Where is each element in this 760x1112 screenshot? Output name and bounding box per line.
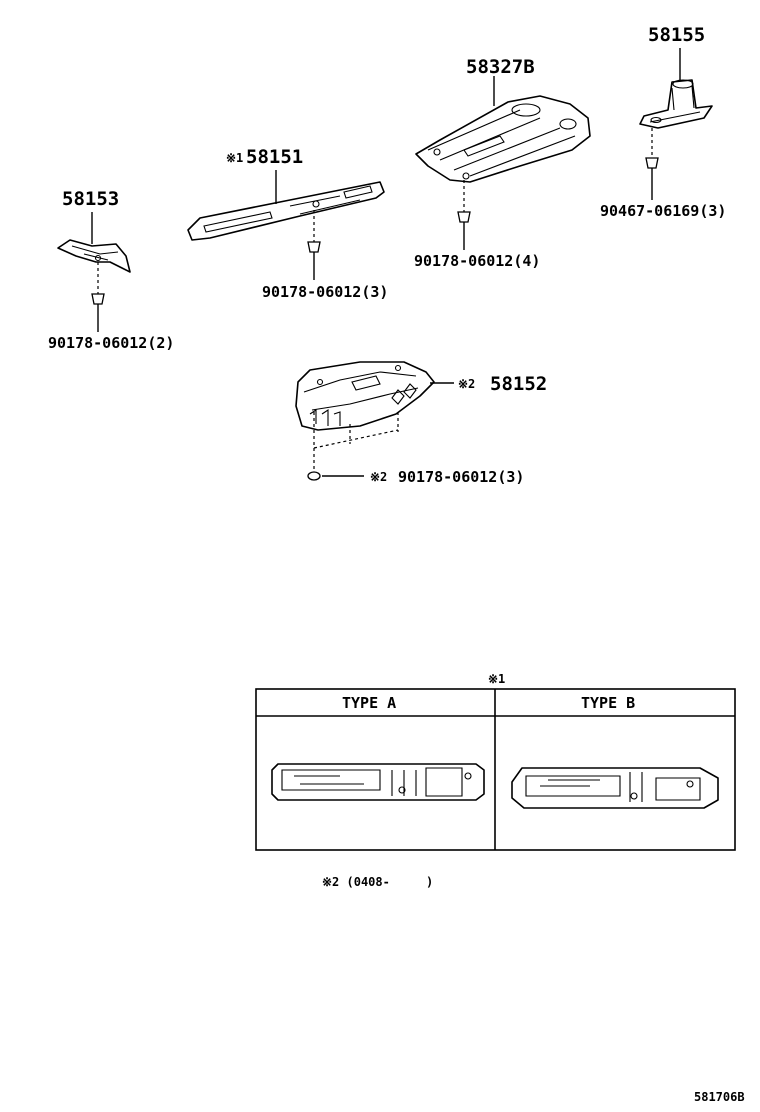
- type-b-header: TYPE B: [581, 694, 635, 712]
- part-58151-drawing: [187, 181, 385, 241]
- type-a-header: TYPE A: [342, 694, 396, 712]
- type-b-plate-drawing: [511, 767, 719, 809]
- label-58327b: 58327B: [466, 56, 535, 78]
- type-table: [255, 688, 736, 851]
- label-90178-06012-3a: 90178-06012(3): [262, 283, 388, 301]
- bolt-90178-c: [91, 293, 105, 305]
- footnote: ※2 (0408- ): [322, 875, 433, 889]
- label-90178-d-mark: ※2: [370, 470, 387, 484]
- label-90178-06012-4: 90178-06012(4): [414, 252, 540, 270]
- label-58155: 58155: [648, 24, 705, 46]
- part-58152-drawing: [295, 361, 435, 431]
- label-58151-mark: ※1: [226, 151, 243, 165]
- label-58151: 58151: [246, 146, 303, 168]
- dash-pattern-58152: [313, 412, 399, 470]
- nut-90178-d: [307, 471, 321, 481]
- label-58152-mark: ※2: [458, 377, 475, 391]
- part-58153-drawing: [57, 239, 131, 273]
- label-58152: 58152: [490, 373, 547, 395]
- bolt-90178-a: [457, 211, 471, 223]
- table-mark: ※1: [488, 672, 505, 686]
- diagram-code: 581706B: [694, 1090, 745, 1104]
- label-58153: 58153: [62, 188, 119, 210]
- part-58327b-drawing: [415, 95, 591, 183]
- part-58155-drawing: [639, 79, 713, 129]
- type-a-plate-drawing: [271, 763, 485, 801]
- bolt-90467: [645, 157, 659, 169]
- label-90467-06169: 90467-06169(3): [600, 202, 726, 220]
- bolt-90178-b: [307, 241, 321, 253]
- label-90178-06012-2: 90178-06012(2): [48, 334, 174, 352]
- label-90178-06012-3b: 90178-06012(3): [398, 468, 524, 486]
